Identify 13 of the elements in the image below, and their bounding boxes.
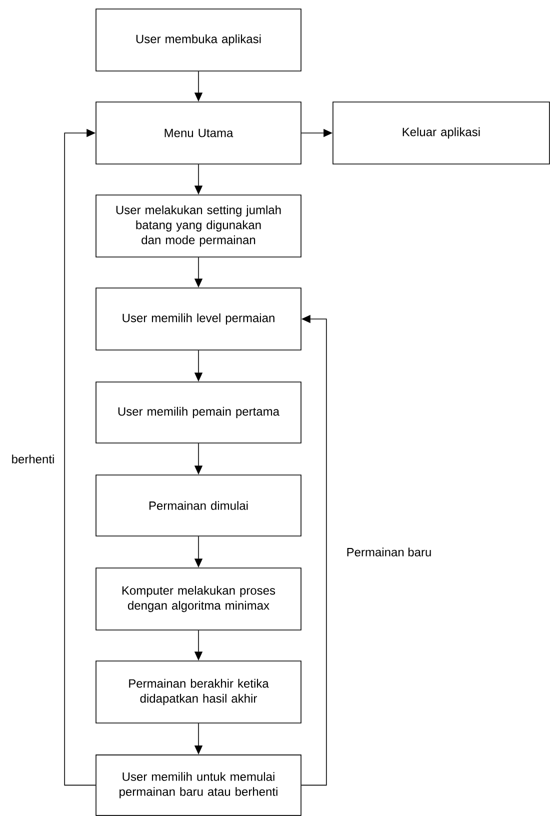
process-box: Permainan berakhir ketika didapatkan hasil akhir — [96, 660, 302, 724]
process-box: Permainan dimulai — [96, 474, 302, 536]
process-box: User memilih level permaian — [96, 288, 302, 350]
edge-label: Permainan baru — [347, 548, 431, 556]
process-box: Menu Utama — [96, 102, 302, 164]
process-box: User membuka aplikasi — [96, 8, 302, 72]
process-box: User memilih pemain pertama — [96, 382, 302, 444]
edge-label: berhenti — [12, 454, 54, 464]
process-box: Komputer melakukan proses dengan algoritma minimax — [96, 568, 302, 630]
process-box: User memilih untuk memulai permainan baru atau berhenti — [96, 754, 302, 816]
process-box: Keluar aplikasi — [332, 102, 550, 164]
arrow — [64, 128, 96, 786]
process-box: User melakukan setting jumlah batang yang digunakan dan mode permainan — [96, 194, 302, 258]
